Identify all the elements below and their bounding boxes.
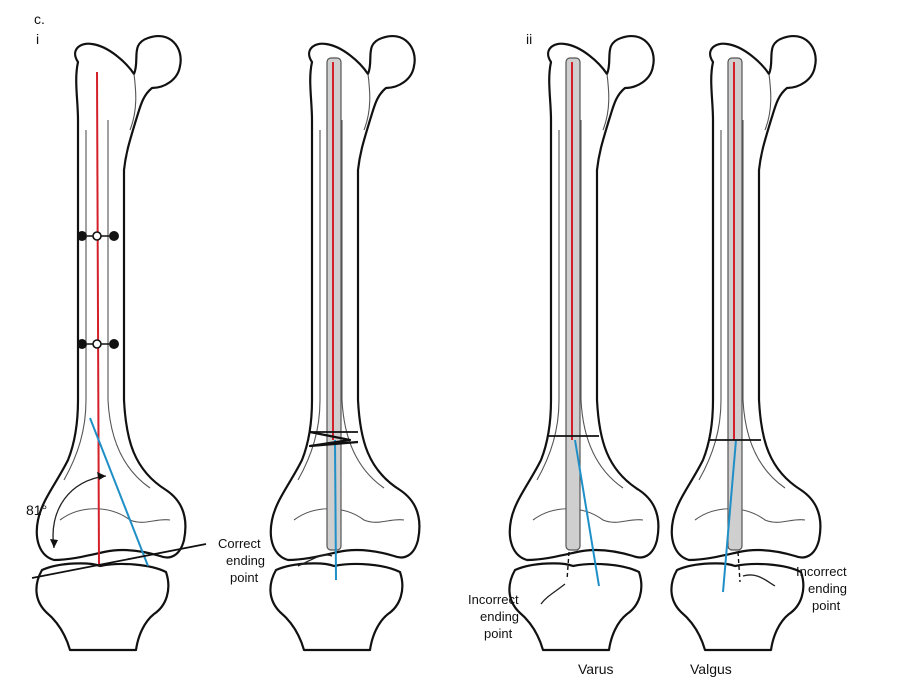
varus-caption: Varus <box>578 661 614 677</box>
femur-axis-drawing <box>31 34 207 652</box>
incorrect-right-line2: ending <box>808 581 847 596</box>
incorrect-left-line3: point <box>484 626 513 641</box>
femur-valgus-nail <box>670 34 822 652</box>
femur-varus-nail <box>508 34 660 652</box>
correct-label-line3: point <box>230 570 259 585</box>
sub-panel-ii-label: ii <box>526 31 532 47</box>
incorrect-left-line1: Incorrect <box>468 592 519 607</box>
incorrect-right-line1: Incorrect <box>796 564 847 579</box>
correct-label-line2: ending <box>226 553 265 568</box>
sub-panel-i-label: i <box>36 31 39 47</box>
angle-label: 81° <box>26 502 47 518</box>
panel-letter: c. <box>34 11 45 27</box>
correct-label-line1: Correct <box>218 536 261 551</box>
valgus-caption: Valgus <box>690 661 732 677</box>
femur-correct-nail <box>269 34 421 652</box>
incorrect-left-line2: ending <box>480 609 519 624</box>
incorrect-right-line3: point <box>812 598 841 613</box>
